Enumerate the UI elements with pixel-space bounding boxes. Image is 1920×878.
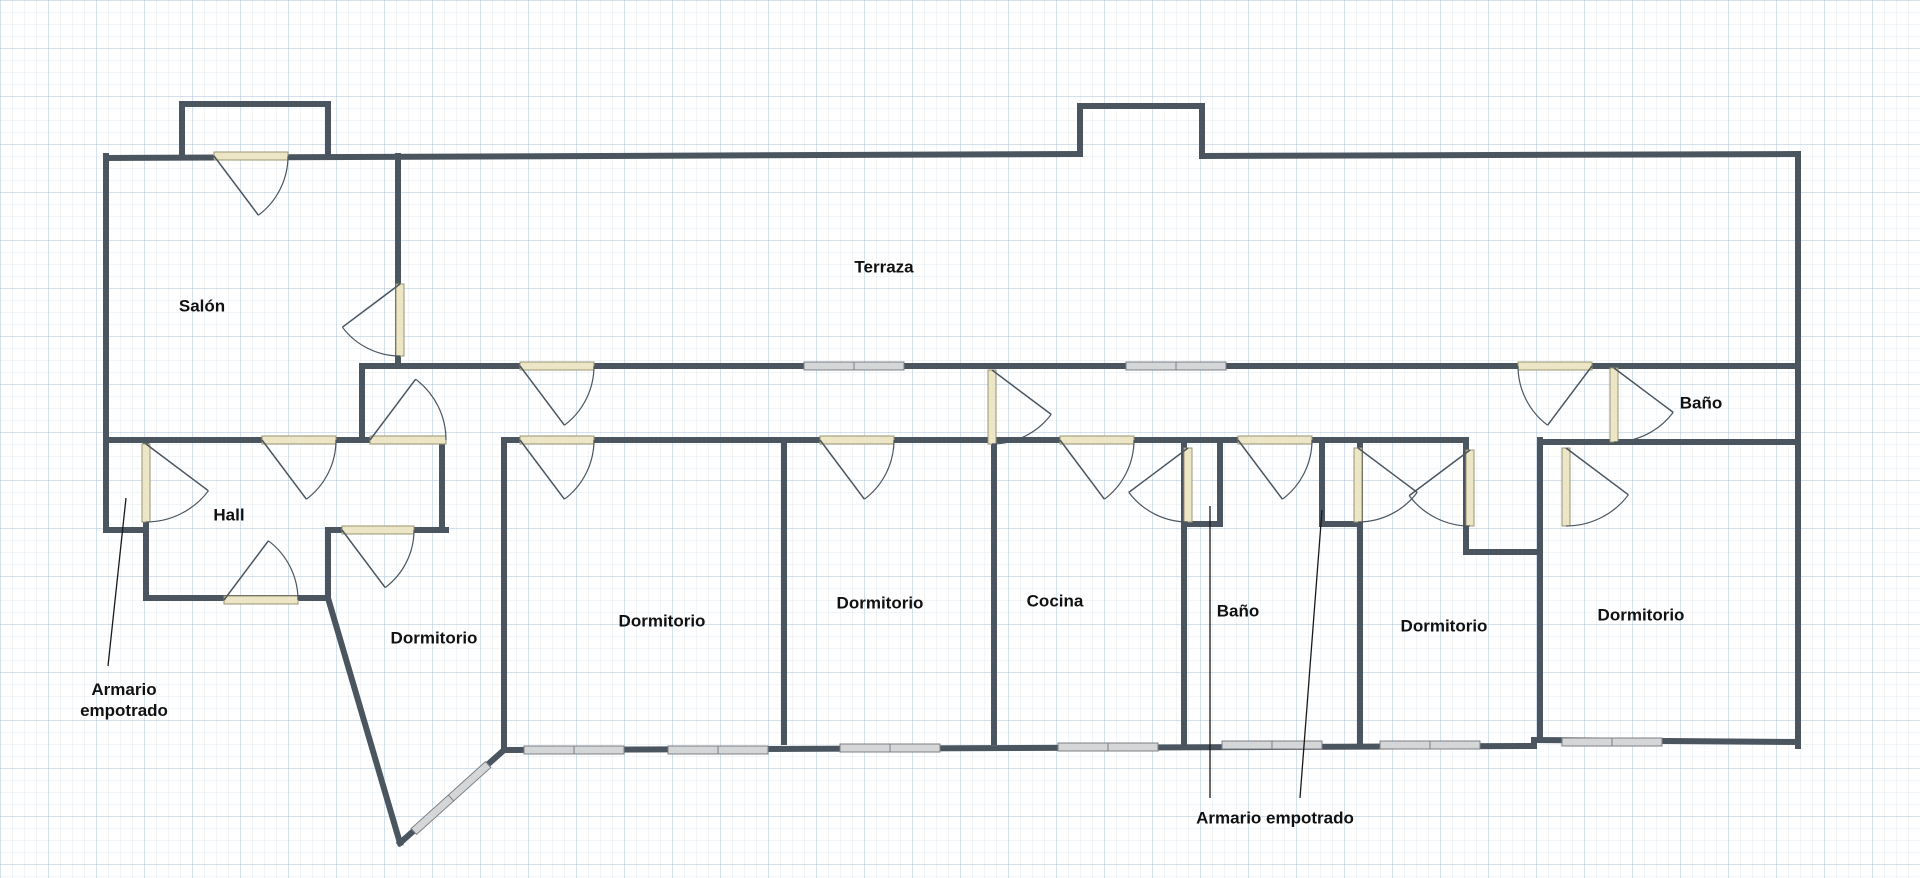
door-leaf	[1353, 447, 1363, 523]
door-swing-leaf	[369, 378, 417, 441]
door-swing-leaf	[261, 439, 307, 500]
room-label-bano-1: Baño	[1679, 393, 1723, 413]
door-swing-leaf	[1128, 447, 1189, 493]
room-label-dormitorio-1: Dormitorio	[390, 628, 478, 648]
annotation-armario-empotrado-1: Armario empotrado	[80, 679, 168, 720]
room-label-dormitorio-4: Dormitorio	[1400, 616, 1488, 636]
room-label-hall: Hall	[213, 505, 245, 525]
door-swing-leaf	[223, 540, 269, 601]
door-swing-arc	[145, 490, 209, 523]
door-swing-arc	[1517, 365, 1548, 426]
door-swing-arc	[991, 414, 1052, 445]
door-leaf	[987, 369, 997, 445]
door-swing-arc	[1613, 412, 1674, 443]
door-swing-leaf	[1565, 447, 1629, 496]
door-swing-leaf	[1546, 365, 1593, 426]
door-swing-leaf	[1613, 367, 1674, 413]
annotation-leader-line	[107, 497, 127, 667]
door-leaf	[369, 435, 447, 445]
door-swing-arc	[268, 540, 299, 601]
door-swing-arc	[341, 326, 401, 357]
door-swing-leaf	[341, 283, 401, 328]
annotation-leader-line	[1299, 509, 1323, 799]
door-swing-leaf	[819, 439, 866, 500]
room-label-dormitorio-2: Dormitorio	[618, 611, 706, 631]
room-label-cocina: Cocina	[1026, 591, 1084, 611]
door-leaf	[223, 595, 299, 605]
door-swing-arc	[564, 439, 595, 500]
door-leaf	[1465, 449, 1475, 527]
door-leaf	[1183, 447, 1193, 523]
door-swing-arc	[258, 155, 289, 216]
room-label-salon: Salón	[178, 296, 226, 316]
door-swing-arc	[1128, 492, 1189, 523]
door-leaf	[341, 525, 415, 535]
room-label-dormitorio-3: Dormitorio	[836, 593, 924, 613]
door-leaf	[819, 435, 895, 445]
door-swing-leaf	[341, 529, 386, 589]
door-swing-leaf	[1357, 447, 1418, 493]
door-swing-arc	[564, 365, 595, 426]
door-leaf	[213, 151, 289, 161]
door-swing-arc	[1282, 439, 1313, 500]
door-leaf	[395, 283, 405, 357]
door-leaf	[141, 443, 151, 523]
door-swing-leaf	[519, 439, 566, 500]
room-label-bano-2: Baño	[1216, 601, 1260, 621]
door-leaf	[519, 361, 595, 371]
door-swing-arc	[1357, 492, 1418, 523]
wall-segment	[324, 594, 404, 847]
door-swing-leaf	[1059, 439, 1106, 500]
door-swing-leaf	[1237, 439, 1284, 500]
door-swing-arc	[384, 529, 415, 589]
door-swing-leaf	[519, 365, 566, 426]
door-swing-leaf	[145, 443, 209, 492]
door-swing-leaf	[213, 155, 259, 216]
door-leaf	[1561, 447, 1571, 527]
window-mullion	[447, 794, 455, 802]
door-leaf	[261, 435, 337, 445]
wall-segment	[1198, 150, 1802, 160]
door-leaf	[1517, 361, 1593, 371]
door-swing-arc	[1565, 494, 1629, 527]
door-swing-arc	[415, 378, 447, 441]
door-swing-arc	[1408, 495, 1471, 527]
door-swing-leaf	[991, 369, 1052, 415]
annotation-armario-empotrado-2: Armario empotrado	[1196, 808, 1354, 828]
room-label-dormitorio-5: Dormitorio	[1597, 605, 1685, 625]
door-leaf	[1609, 367, 1619, 443]
door-swing-leaf	[1408, 449, 1471, 497]
room-label-terraza: Terraza	[854, 257, 914, 277]
door-leaf	[519, 435, 595, 445]
window-angled	[410, 760, 492, 836]
door-swing-arc	[306, 439, 337, 500]
door-swing-arc	[1104, 439, 1135, 500]
door-leaf	[1059, 435, 1135, 445]
door-swing-arc	[864, 439, 895, 500]
door-leaf	[1237, 435, 1313, 445]
